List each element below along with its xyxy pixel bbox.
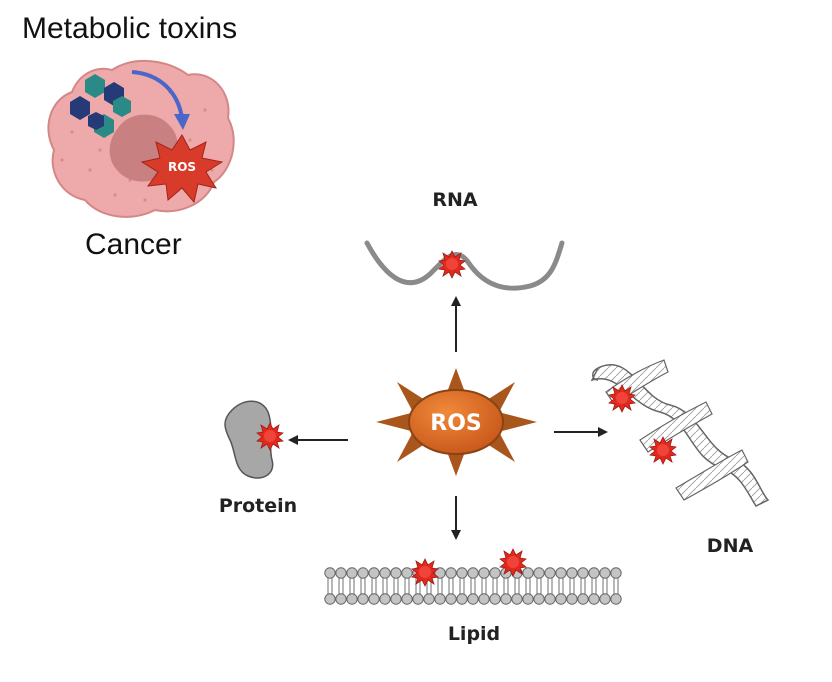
rna-strand xyxy=(364,240,565,291)
lipid-bilayer xyxy=(324,567,622,605)
arrows xyxy=(288,296,608,540)
ros-center-label: ROS xyxy=(430,411,482,436)
ros-badge-label: ROS xyxy=(168,160,196,174)
protein-label: Protein xyxy=(219,495,297,517)
lipid-label: Lipid xyxy=(448,623,500,645)
cancer-cell xyxy=(47,59,235,218)
toxin-arrow xyxy=(131,70,190,130)
inset-title: Metabolic toxins xyxy=(22,12,237,45)
dna-helix xyxy=(590,359,770,507)
dna-label: DNA xyxy=(707,535,754,557)
rna-label: RNA xyxy=(432,189,478,211)
ros-center: ROS xyxy=(376,368,537,476)
ros-burst-badge: ROS xyxy=(140,134,224,204)
cell-label: Cancer xyxy=(85,228,182,261)
protein-shape xyxy=(224,400,274,479)
toxin-hexagons xyxy=(70,74,131,138)
